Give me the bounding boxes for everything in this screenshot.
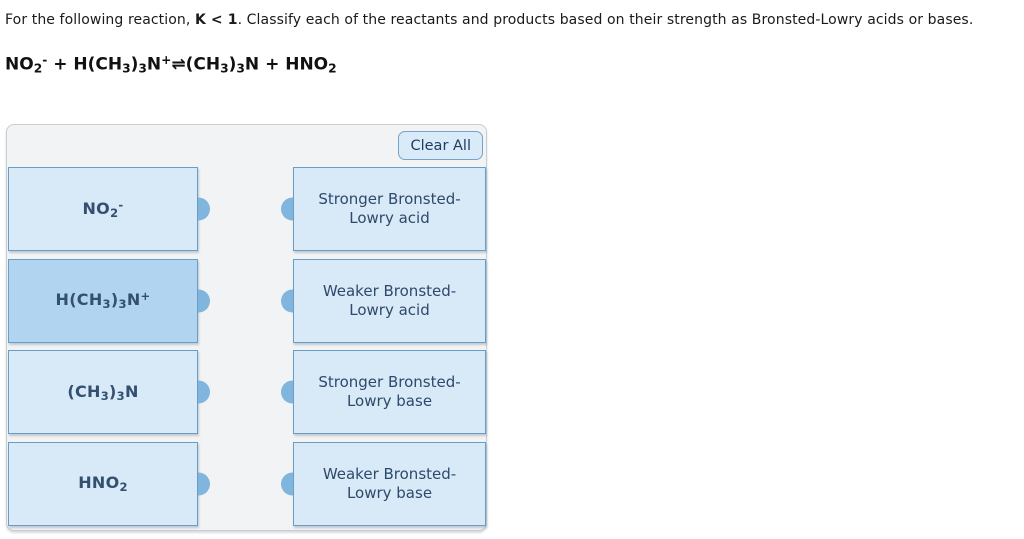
reactant-formula: (CH3)3N — [67, 381, 139, 403]
category-label: Weaker Bronsted-Lowry base — [322, 464, 457, 502]
reaction-equation: NO2- + H(CH3)3N+⇌(CH3)3N + HNO2 — [5, 53, 337, 76]
connector-dot[interactable] — [198, 289, 210, 312]
category-card-stronger-base[interactable]: Stronger Bronsted-Lowry base — [281, 350, 486, 434]
reactant-card-no2-minus[interactable]: NO2- — [8, 167, 210, 251]
reactant-formula: NO2- — [82, 197, 124, 221]
reactant-formula: HNO2 — [78, 473, 128, 494]
reactant-column: NO2- H(CH3)3N+ (CH3)3N HNO2 — [8, 167, 210, 533]
category-label: Stronger Bronsted-Lowry base — [318, 373, 461, 410]
connector-dot[interactable] — [198, 197, 210, 221]
instruction-suffix: . Classify each of the reactants and pro… — [237, 12, 974, 28]
category-label: Stronger Bronsted-Lowry acid — [318, 190, 461, 227]
connector-dot[interactable] — [281, 472, 293, 495]
category-card-weaker-acid[interactable]: Weaker Bronsted-Lowry acid — [281, 258, 486, 343]
connector-dot[interactable] — [281, 197, 293, 221]
connector-dot[interactable] — [198, 380, 210, 404]
reactant-card-hno2[interactable]: HNO2 — [8, 441, 210, 526]
connector-dot[interactable] — [198, 472, 210, 495]
clear-all-button[interactable]: Clear All — [398, 131, 483, 160]
reactant-card-ch3-3n[interactable]: (CH3)3N — [8, 350, 210, 434]
category-column: Stronger Bronsted-Lowry acid Weaker Bron… — [281, 167, 486, 533]
category-label: Weaker Bronsted-Lowry acid — [322, 281, 457, 319]
matching-panel: Clear All NO2- H(CH3)3N+ (CH3)3N HNO2 St… — [6, 124, 487, 531]
reactant-formula: H(CH3)3N+ — [55, 289, 151, 312]
instruction-text: For the following reaction, K < 1. Class… — [5, 12, 973, 28]
connector-dot[interactable] — [281, 380, 293, 404]
connector-dot[interactable] — [281, 289, 293, 312]
category-card-weaker-base[interactable]: Weaker Bronsted-Lowry base — [281, 441, 486, 526]
instruction-k-condition: K < 1 — [195, 12, 238, 28]
instruction-prefix: For the following reaction, — [5, 12, 195, 28]
category-card-stronger-acid[interactable]: Stronger Bronsted-Lowry acid — [281, 167, 486, 251]
reactant-card-h-ch3-3n-plus[interactable]: H(CH3)3N+ — [8, 258, 210, 343]
